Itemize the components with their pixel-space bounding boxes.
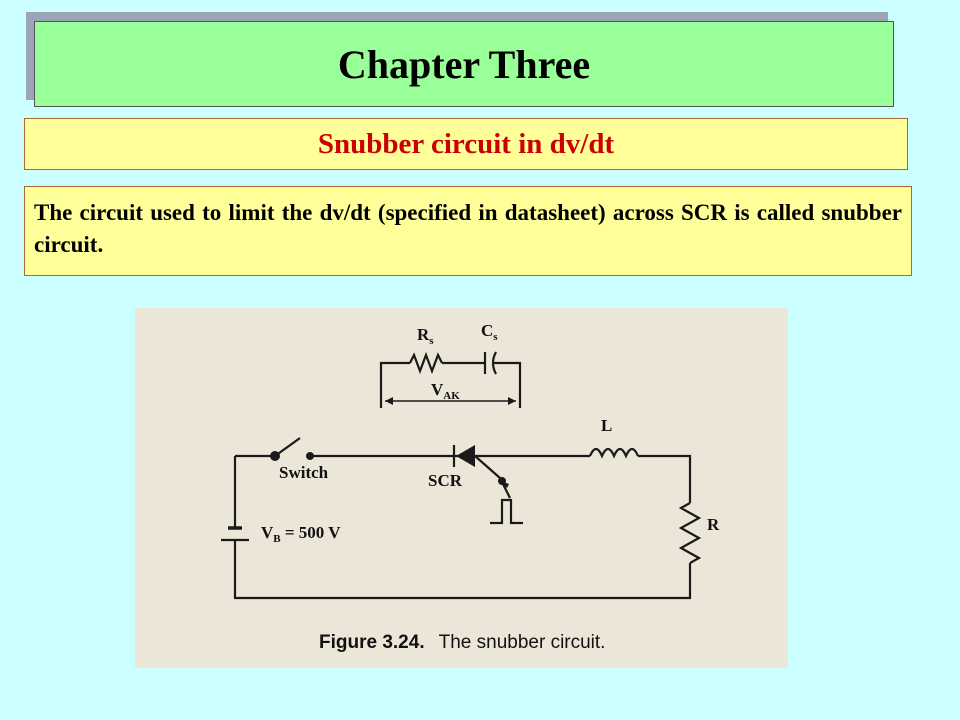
resistor-r bbox=[678, 502, 702, 564]
cs-label: Cs bbox=[481, 321, 498, 343]
vak-ticks bbox=[379, 398, 522, 408]
subtitle-box: Snubber circuit in dv/dt bbox=[24, 118, 908, 170]
slide-title: Chapter Three bbox=[337, 41, 591, 87]
vb-label: VB = 500 V bbox=[261, 523, 341, 545]
body-box: The circuit used to limit the dv/dt (spe… bbox=[24, 186, 912, 276]
rs-label: Rs bbox=[417, 325, 434, 347]
right-top-wire bbox=[638, 454, 692, 503]
switch-contact bbox=[306, 452, 314, 460]
scr-label: SCR bbox=[428, 471, 463, 490]
snubber-right-wire bbox=[493, 361, 522, 398]
switch-label: Switch bbox=[279, 463, 329, 482]
scr-gate-lead bbox=[474, 455, 501, 479]
rs-resistor bbox=[409, 351, 443, 375]
vak-arrow-left bbox=[385, 397, 393, 405]
snubber-circuit-figure: Rs Cs VAK L R Switch SCR VB = 500 V Figu… bbox=[135, 308, 788, 668]
gate-arrow-head bbox=[498, 480, 509, 488]
slide-subtitle: Snubber circuit in dv/dt bbox=[317, 127, 615, 160]
gate-pulse bbox=[490, 498, 523, 525]
circuit-wires bbox=[221, 351, 702, 600]
title-box: Chapter Three bbox=[34, 21, 894, 107]
inductor-label: L bbox=[601, 416, 612, 435]
switch-pivot bbox=[270, 451, 280, 461]
bottom-wire bbox=[233, 540, 692, 600]
inductor-l bbox=[588, 447, 640, 459]
body-text: The circuit used to limit the dv/dt (spe… bbox=[34, 200, 902, 257]
figure-caption: Figure 3.24.The snubber circuit. bbox=[319, 632, 605, 653]
circuit-solids bbox=[270, 397, 516, 488]
vak-label: VAK bbox=[431, 380, 460, 402]
switch-blade bbox=[274, 437, 301, 457]
circuit-diagram: Rs Cs VAK L R Switch SCR VB = 500 V Figu… bbox=[221, 321, 720, 653]
scr-triangle bbox=[456, 445, 475, 467]
resistor-label: R bbox=[707, 515, 720, 534]
vak-arrow-right bbox=[508, 397, 516, 405]
snubber-left-wire bbox=[379, 361, 410, 398]
